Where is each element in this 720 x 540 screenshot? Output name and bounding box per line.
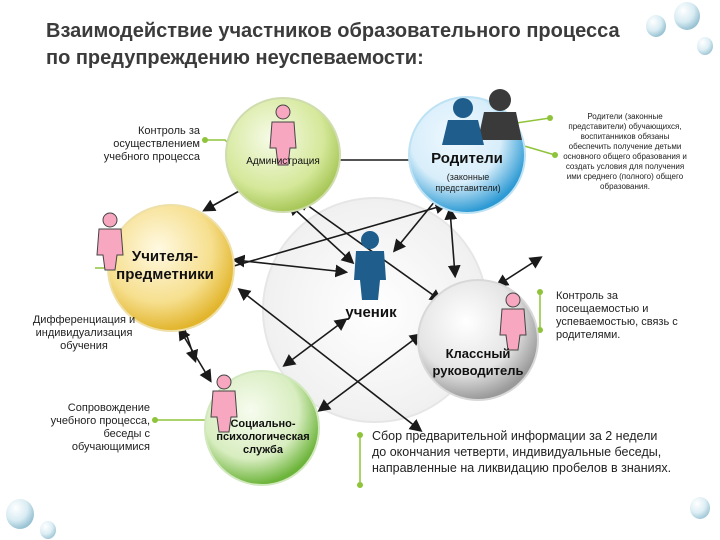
parents-sub-label: (законные представители) <box>435 172 501 193</box>
support-note: Сопровождение учебного процесса, беседы … <box>50 402 150 453</box>
decor-drops <box>6 2 713 539</box>
parents-figures-icon <box>442 89 522 145</box>
slide-title: Взаимодействие участников образовательно… <box>46 20 620 69</box>
student-figure-icon <box>354 231 386 300</box>
administration-label: Администрация <box>246 156 320 167</box>
attendance-note: Контроль за посещаемостью и успеваемость… <box>556 290 678 341</box>
preliminary-note: Сбор предварительной информации за 2 нед… <box>372 429 672 475</box>
administration-figure-icon <box>269 104 297 166</box>
relation-arrows <box>171 153 543 432</box>
differentiation-note: Дифференциация и индивидуализация обучен… <box>32 314 136 352</box>
teachers-label: Учителя-предметники <box>116 248 214 283</box>
parents-label: Родители <box>431 150 503 167</box>
class-teacher-label: Классный руководитель <box>432 346 524 378</box>
teachers-figure-icon <box>96 212 124 271</box>
parents-duty-note: Родители (законные представители) обучаю… <box>563 112 687 191</box>
student-label: ученик <box>345 304 397 321</box>
control-note: Контроль за осуществлением учебного проц… <box>103 125 200 163</box>
class-teacher-figure-icon <box>499 292 527 351</box>
social-service-label: Социально-психологическая служба <box>216 418 310 456</box>
social-service-figure-icon <box>210 374 238 433</box>
